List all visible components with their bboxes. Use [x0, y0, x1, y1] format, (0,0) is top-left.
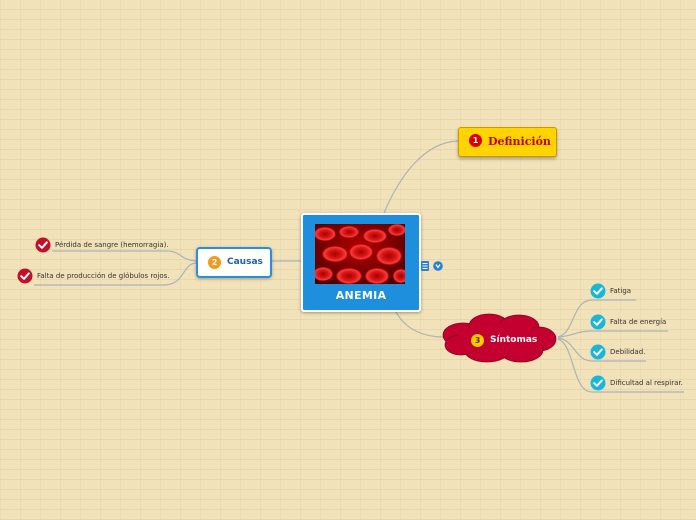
red-blood-cells-photo	[315, 224, 405, 284]
check-icon	[17, 268, 33, 284]
link-sintoma-4	[557, 338, 684, 393]
priority-1-icon: 1	[469, 134, 482, 147]
sintoma-item-text: Dificultad al respirar.	[610, 379, 683, 387]
central-topic[interactable]: ANEMIA	[301, 213, 421, 312]
priority-2-icon: 2	[208, 256, 221, 269]
topic-definicion[interactable]: 1 Definición	[458, 127, 557, 157]
check-icon	[590, 375, 606, 391]
link-sintoma-3	[557, 337, 646, 362]
sintoma-item-text: Falta de energía	[610, 318, 667, 326]
link-sintomas	[394, 309, 449, 338]
sintoma-item-text: Debilidad.	[610, 348, 646, 356]
check-icon	[35, 237, 51, 253]
causa-item-text: Pérdida de sangre (hemorragia).	[55, 241, 169, 249]
link-causa-1	[52, 250, 197, 262]
topic-sintomas[interactable]: 3 Síntomas	[441, 313, 559, 363]
link-icon	[433, 261, 443, 271]
check-icon	[590, 314, 606, 330]
check-icon	[590, 283, 606, 299]
topic-causas-label: Causas	[227, 257, 263, 267]
link-causa-2	[34, 262, 197, 286]
note-icon	[421, 261, 429, 271]
sintoma-item-text: Fatiga	[610, 287, 632, 295]
topic-sintomas-label: Síntomas	[490, 335, 538, 345]
link-sintoma-2	[557, 330, 668, 338]
topic-side-icons	[421, 256, 443, 271]
link-sintoma-1	[557, 299, 636, 338]
causa-item-text: Falta de producción de glóbulos rojos.	[37, 272, 170, 280]
priority-3-icon: 3	[471, 334, 484, 347]
central-topic-title: ANEMIA	[335, 289, 387, 302]
check-icon	[590, 344, 606, 360]
link-definicion	[383, 140, 459, 214]
topic-causas[interactable]: 2 Causas	[196, 247, 272, 278]
topic-definicion-label: Definición	[488, 135, 551, 148]
